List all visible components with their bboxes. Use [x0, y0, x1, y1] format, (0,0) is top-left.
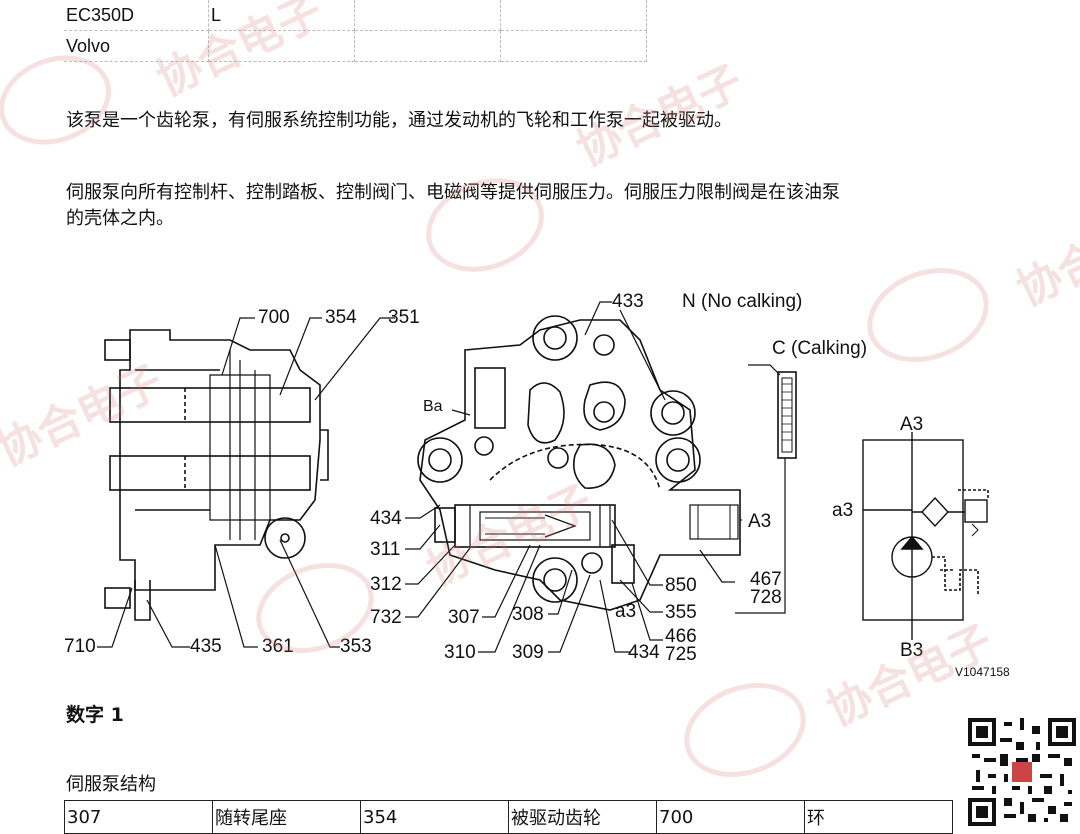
paragraph-line: 的壳体之内。: [66, 208, 174, 229]
schematic-a3-pilot: a3: [832, 500, 853, 521]
callout-a3-outlet: A3: [748, 511, 771, 532]
callout-353: 353: [340, 636, 372, 657]
callout-728: 728: [750, 587, 782, 608]
table-cell: 随转尾座: [212, 800, 361, 834]
callout-466: 466: [665, 626, 697, 647]
table-caption: 伺服泵结构: [66, 774, 156, 795]
callout-710: 710: [64, 636, 96, 657]
table-cell: [500, 0, 647, 31]
figure-labels: 700 354 351 710 435 361 353 433 N (No ca…: [64, 291, 1010, 679]
callout-354: 354: [325, 307, 357, 328]
callout-435: 435: [190, 636, 222, 657]
qr-code: [968, 718, 1076, 826]
callout-850: 850: [665, 575, 697, 596]
callout-351: 351: [388, 307, 420, 328]
callout-700: 700: [258, 307, 290, 328]
table-cell: [354, 0, 501, 31]
parts-table-top: EC350D L Volvo: [64, 0, 647, 62]
table-row: Volvo: [64, 30, 647, 62]
table-cell: [500, 30, 647, 62]
callout-311: 311: [370, 539, 400, 560]
callout-309: 309: [512, 642, 544, 663]
table-cell: 700: [656, 800, 805, 834]
schematic-a3: A3: [900, 414, 923, 435]
pump-side-view: [104, 329, 329, 621]
table-cell: Volvo: [64, 30, 209, 62]
callout-a3-port: a3: [615, 601, 636, 622]
figure-heading: 数字 1: [66, 704, 124, 726]
leader-lines: [97, 301, 786, 653]
hydraulic-schematic: [862, 432, 989, 640]
callout-ba: Ba: [423, 398, 443, 415]
callout-361: 361: [262, 636, 294, 657]
table-cell: L: [208, 0, 355, 31]
table-cell: 354: [360, 800, 509, 834]
plug-detail: [777, 371, 797, 459]
table-cell: 被驱动齿轮: [508, 800, 657, 834]
table-row: 307 随转尾座 354 被驱动齿轮 700 环: [64, 800, 953, 834]
callout-no-calking: N (No calking): [682, 291, 802, 312]
parts-table: 307 随转尾座 354 被驱动齿轮 700 环: [64, 800, 953, 834]
callout-433: 433: [612, 291, 644, 312]
schematic-b3: B3: [900, 640, 923, 661]
callout-725: 725: [665, 644, 697, 665]
pump-front-view: [417, 315, 741, 611]
callout-467: 467: [750, 569, 782, 590]
callout-355: 355: [665, 602, 697, 623]
paragraph-servo-pressure: 伺服泵向所有控制杆、控制踏板、控制阀门、电磁阀等提供伺服压力。伺服压力限制阀是在…: [66, 180, 840, 232]
callout-calking: C (Calking): [772, 338, 867, 359]
callout-434-bottom: 434: [628, 642, 660, 663]
table-row: EC350D L: [64, 0, 647, 31]
table-cell: [208, 30, 355, 62]
paragraph-line: 伺服泵向所有控制杆、控制踏板、控制阀门、电磁阀等提供伺服压力。伺服压力限制阀是在…: [66, 182, 840, 203]
callout-307: 307: [448, 607, 480, 628]
servo-pump-figure: 700 354 351 710 435 361 353 433 N (No ca…: [64, 291, 1010, 679]
callout-310: 310: [444, 642, 476, 663]
table-cell: [354, 30, 501, 62]
callout-732: 732: [370, 607, 402, 628]
figure-code: V1047158: [955, 665, 1010, 679]
table-cell: 环: [804, 800, 953, 834]
callout-312: 312: [370, 574, 402, 595]
paragraph-pump-description: 该泵是一个齿轮泵，有伺服系统控制功能，通过发动机的飞轮和工作泵一起被驱动。: [66, 110, 732, 131]
callout-308: 308: [512, 604, 544, 625]
table-cell: 307: [64, 800, 213, 834]
table-cell: EC350D: [64, 0, 209, 31]
callout-434-top: 434: [370, 508, 402, 529]
